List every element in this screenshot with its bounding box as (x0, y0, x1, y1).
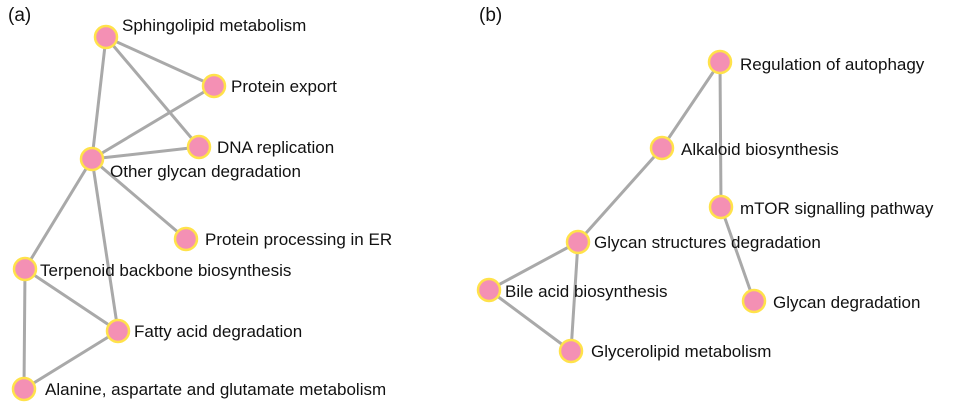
edge-fatty-alanine (22, 329, 120, 391)
node-label-alkaloid: Alkaloid biosynthesis (681, 140, 839, 159)
edge-glycan_other-er (90, 157, 188, 241)
node-export: Protein export (201, 73, 337, 99)
node-label-bile: Bile acid biosynthesis (505, 282, 668, 301)
node-circle-alkaloid (649, 135, 675, 161)
edge-sphingo-dna (104, 35, 201, 149)
edge-glycan_struct-bile (487, 240, 580, 292)
node-er: Protein processing in ER (173, 226, 392, 252)
node-terpenoid: Terpenoid backbone biosynthesis (12, 256, 291, 282)
node-glycerolipid: Glycerolipid metabolism (558, 338, 771, 364)
node-circle-glycan_other (79, 146, 105, 172)
edge-dna-glycan_other (90, 145, 201, 161)
edge-glycan_other-terpenoid (23, 157, 94, 271)
node-circle-sphingo (93, 24, 119, 50)
node-glycan_struct: Glycan structures degradation (565, 229, 821, 255)
node-label-sphingo: Sphingolipid metabolism (122, 16, 306, 35)
node-label-alanine: Alanine, aspartate and glutamate metabol… (45, 380, 386, 399)
node-bile: Bile acid biosynthesis (476, 277, 668, 303)
node-circle-bile (476, 277, 502, 303)
node-autophagy: Regulation of autophagy (707, 49, 925, 75)
node-circle-autophagy (707, 49, 733, 75)
edge-sphingo-glycan_other (90, 35, 108, 161)
node-label-fatty: Fatty acid degradation (134, 322, 302, 341)
edge-sphingo-export (104, 35, 216, 88)
node-label-glycan_other: Other glycan degradation (110, 162, 301, 181)
edge-autophagy-mtor (718, 60, 723, 209)
node-fatty: Fatty acid degradation (105, 318, 302, 344)
node-alanine: Alanine, aspartate and glutamate metabol… (11, 376, 386, 402)
node-circle-glycan_struct (565, 229, 591, 255)
node-circle-er (173, 226, 199, 252)
edge-terpenoid-alanine (22, 267, 27, 391)
panel-b-edges (487, 60, 756, 353)
node-circle-glycerolipid (558, 338, 584, 364)
edge-bile-glycerolipid (487, 288, 573, 353)
panel-b-label: (b) (479, 5, 502, 26)
node-label-terpenoid: Terpenoid backbone biosynthesis (40, 261, 291, 280)
node-dna: DNA replication (186, 134, 334, 160)
node-label-autophagy: Regulation of autophagy (740, 55, 925, 74)
node-glycan_other: Other glycan degradation (79, 146, 301, 181)
edge-terpenoid-fatty (23, 267, 120, 333)
node-label-glycan_deg: Glycan degradation (773, 293, 920, 312)
node-label-export: Protein export (231, 77, 337, 96)
node-circle-mtor (708, 194, 734, 220)
node-circle-terpenoid (12, 256, 38, 282)
node-circle-fatty (105, 318, 131, 344)
panel-a-edges (22, 35, 216, 391)
edge-mtor-glycan_deg (719, 205, 756, 303)
node-mtor: mTOR signalling pathway (708, 194, 934, 220)
node-label-glycerolipid: Glycerolipid metabolism (591, 342, 771, 361)
node-label-dna: DNA replication (217, 138, 334, 157)
node-label-er: Protein processing in ER (205, 230, 392, 249)
node-circle-alanine (11, 376, 37, 402)
node-label-mtor: mTOR signalling pathway (740, 199, 934, 218)
node-label-glycan_struct: Glycan structures degradation (594, 233, 821, 252)
edge-glycan_struct-glycerolipid (569, 240, 580, 353)
node-alkaloid: Alkaloid biosynthesis (649, 135, 839, 161)
edge-glycan_other-fatty (90, 157, 120, 333)
edge-autophagy-alkaloid (660, 60, 722, 150)
node-circle-glycan_deg (741, 288, 767, 314)
node-glycan_deg: Glycan degradation (741, 288, 920, 314)
edge-alkaloid-glycan_struct (576, 146, 664, 244)
panel-a-label: (a) (8, 5, 31, 26)
node-sphingo: Sphingolipid metabolism (93, 16, 306, 50)
node-circle-export (201, 73, 227, 99)
edge-export-glycan_other (90, 84, 216, 161)
node-circle-dna (186, 134, 212, 160)
